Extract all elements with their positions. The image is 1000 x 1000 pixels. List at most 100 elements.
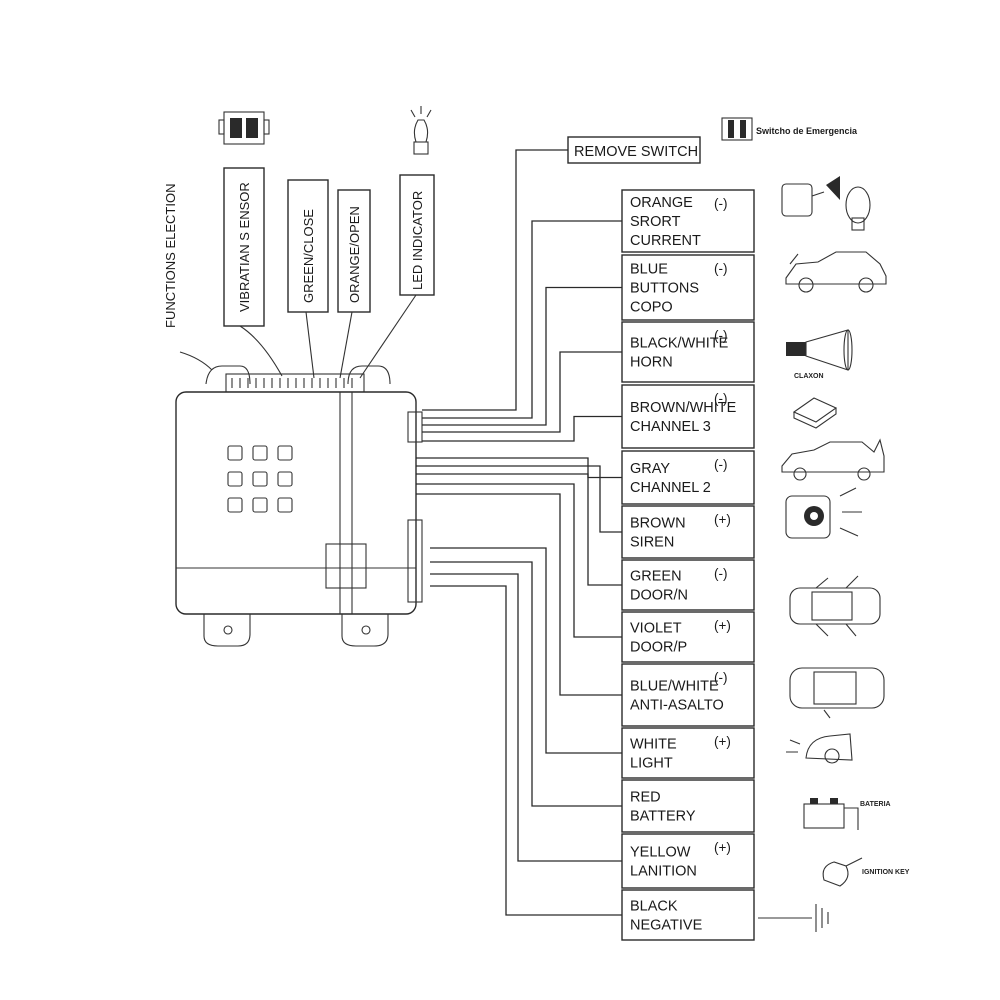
wire-line: [422, 220, 622, 419]
wire-box-frame: [621, 254, 755, 321]
wire-label: CHANNEL 3: [630, 419, 711, 435]
wire-line: [416, 473, 622, 586]
wire-box: BROWN SIREN (+): [621, 505, 755, 559]
top-label-text: ORANGE/OPEN: [347, 206, 362, 303]
wire-box: RED BATTERY: [621, 779, 755, 833]
wire-polarity: (+): [714, 618, 731, 633]
wire-box-frame: [621, 727, 755, 779]
wire-box-frame: [621, 779, 755, 833]
wire-label: GRAY: [630, 461, 670, 477]
siren-icon: [785, 487, 862, 539]
ignition-key-icon: IGNITION KEY: [822, 857, 910, 887]
wire-label: GREEN: [630, 569, 682, 585]
wire-label: BLUE/WHITE: [630, 679, 719, 695]
wire-label: NEGATIVE: [630, 918, 703, 934]
wire-label: RED: [630, 790, 661, 806]
wire-polarity: (-): [714, 261, 728, 276]
wire-box: BLACK/WHITE HORN (-): [621, 321, 755, 383]
top-label-text: VIBRATIAN S ENSOR: [237, 182, 252, 312]
battery-icon: BATERIA: [803, 798, 891, 830]
emergency-switch-label: Switcho de Emergencia: [756, 126, 858, 136]
wire-polarity: (-): [714, 328, 728, 343]
wire-label: CHANNEL 2: [630, 480, 711, 496]
vibration-sensor-icon: [218, 111, 270, 145]
wire-box-frame: [621, 889, 755, 941]
wire-line: [416, 457, 622, 479]
remove-switch-label: REMOVE SWITCH: [574, 144, 698, 160]
wire-label: COPO: [630, 300, 673, 316]
top-label-vibration: VIBRATIAN S ENSOR: [223, 167, 265, 327]
wire-line: [416, 483, 622, 638]
wire-polarity: (+): [714, 840, 731, 855]
top-label-text: LED INDICATOR: [410, 191, 425, 290]
wire-line: [416, 465, 622, 533]
trunk-button-icon: [792, 397, 838, 429]
car-top-icon: [789, 667, 885, 719]
ignition-label: IGNITION KEY: [862, 869, 910, 876]
wire-label: BUTTONS: [630, 281, 699, 297]
wire-box-frame: [621, 559, 755, 611]
ground-icon: [758, 904, 829, 932]
wire-polarity: (+): [714, 512, 731, 527]
control-module: [175, 365, 423, 647]
car-icon: [785, 251, 887, 293]
wire-box-frame: [621, 450, 755, 505]
bateria-label: BATERIA: [860, 801, 891, 808]
wire-line: [430, 573, 622, 862]
wire-polarity: (-): [714, 457, 728, 472]
wire-label: HORN: [630, 355, 673, 371]
wire-box-frame: [621, 321, 755, 383]
wire-label: CURRENT: [630, 233, 701, 249]
wire-box-frame: [621, 833, 755, 889]
car-light-icon: [786, 733, 853, 764]
wire-line: [430, 547, 622, 754]
claxon-label: CLAXON: [794, 373, 824, 380]
wire-label: WHITE: [630, 737, 677, 753]
wire-line: [416, 493, 622, 696]
wire-polarity: (-): [714, 391, 728, 406]
wire-box-frame: [621, 611, 755, 663]
wire-polarity: (+): [714, 734, 731, 749]
wire-line: [422, 415, 622, 442]
wire-box-column: ORANGESRORTCURRENT(-)BLUEBUTTONSCOPO(-)B…: [621, 189, 755, 941]
wire-box-frame: [621, 505, 755, 559]
wire-box-frame: [621, 384, 755, 449]
module-button-grid: [227, 445, 293, 513]
wire-box: BLUE BUTTONS COPO (-): [621, 254, 755, 321]
led-bulb-icon: [410, 106, 432, 155]
function-selection-label: FUNCTIONS ELECTION: [163, 184, 178, 328]
relay-horn-icon: [781, 176, 871, 231]
emergency-switch-icon: [721, 117, 753, 141]
wire-label: SRORT: [630, 214, 681, 230]
wire-box: WHITE LIGHT (+): [621, 727, 755, 779]
wire-box-frame: [621, 663, 755, 727]
wire-label: ORANGE: [630, 195, 693, 211]
wire-label: LIGHT: [630, 756, 673, 772]
top-label-text: GREEN/CLOSE: [301, 209, 316, 303]
wire-line: [430, 585, 622, 916]
wire-label: BROWN/WHITE: [630, 400, 737, 416]
wire-box: YELLOW LANITION (+): [621, 833, 755, 889]
wire-label: LANITION: [630, 864, 697, 880]
top-label-green-close: GREEN/CLOSE: [287, 179, 329, 313]
wire-label: BLACK: [630, 899, 678, 915]
wire-label: BROWN: [630, 516, 686, 532]
wire-label: YELLOW: [630, 845, 691, 861]
wire-harness: [416, 149, 622, 916]
wire-line: [430, 561, 622, 807]
wire-box: GRAY CHANNEL 2(-): [621, 450, 755, 505]
wire-line: [422, 286, 622, 426]
wire-label: SIREN: [630, 535, 674, 551]
wire-box-frame: [621, 189, 755, 253]
top-label-orange-open: ORANGE/OPEN: [337, 189, 371, 313]
wire-label: BATTERY: [630, 809, 696, 825]
claxon-horn-icon: CLAXON: [786, 329, 853, 380]
wire-label: BLUE: [630, 262, 668, 278]
wire-label: BLACK/WHITE: [630, 336, 729, 352]
wire-label: DOOR/P: [630, 640, 687, 656]
car-trunk-icon: [781, 438, 885, 481]
